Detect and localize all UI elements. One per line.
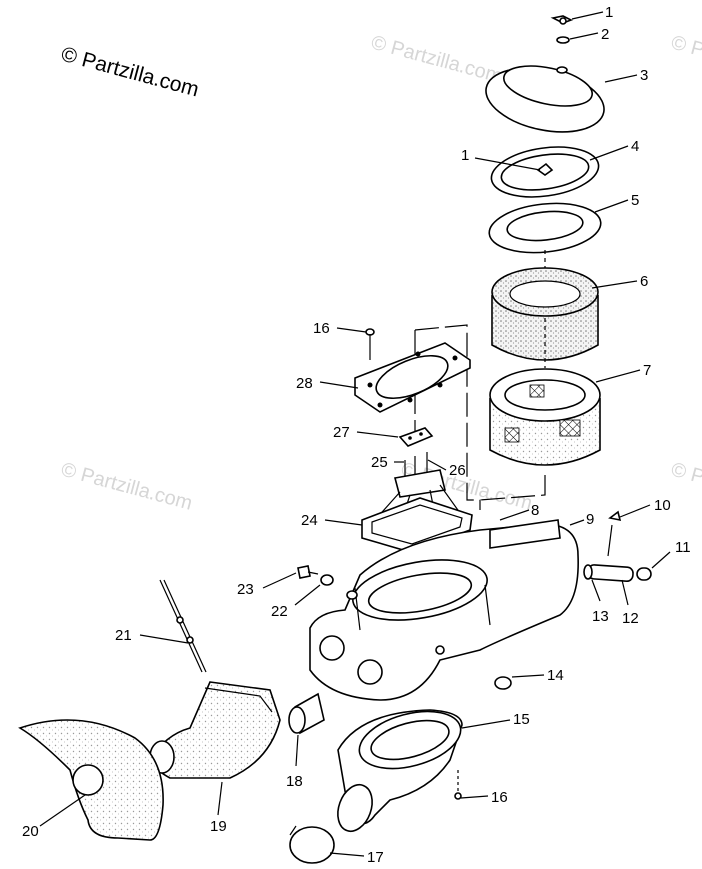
part-washer [556, 36, 570, 44]
part-intake-boot-19 [149, 681, 281, 779]
watermark-faint-right2: © Partzilla.com [669, 459, 702, 515]
part-mount-gasket-28 [354, 342, 471, 413]
callout-27: 27 [333, 424, 350, 441]
part-boss [346, 590, 358, 600]
part-washer-22 [320, 574, 334, 586]
part-pin-10 [607, 510, 622, 557]
part-studs-25-26 [404, 452, 428, 478]
callout-labels: 1 2 3 1 4 5 6 7 16 28 27 25 26 24 8 9 10… [22, 4, 691, 866]
part-gasket-5 [488, 202, 602, 254]
part-coupler-18 [288, 692, 325, 735]
part-air-box-cover [485, 65, 605, 133]
part-filter-element [489, 368, 601, 466]
callout-13: 13 [592, 608, 609, 625]
callout-21: 21 [115, 627, 132, 644]
part-bolt-23 [297, 565, 319, 579]
callout-3: 3 [640, 67, 648, 84]
callout-15: 15 [513, 711, 530, 728]
callout-10: 10 [654, 497, 671, 514]
callout-16-bottom: 16 [491, 789, 508, 806]
watermark-faint-right: © Partzilla.com [669, 32, 702, 88]
callout-8: 8 [531, 502, 539, 519]
part-heat-shield-20 [18, 719, 164, 841]
part-lower-adapter-15 [337, 709, 463, 833]
part-clamp-17 [289, 825, 335, 864]
part-grommet-14 [494, 676, 512, 690]
callout-24: 24 [301, 512, 318, 529]
part-screw-16-top [365, 328, 375, 360]
part-screw-16-bottom [454, 770, 462, 800]
leader-lines [39, 11, 671, 857]
callout-18: 18 [286, 773, 303, 790]
callout-22: 22 [271, 603, 288, 620]
part-air-box-body [309, 519, 579, 701]
callout-6: 6 [640, 273, 648, 290]
callout-7: 7 [643, 362, 651, 379]
callout-4: 4 [631, 138, 639, 155]
part-drain-tube [583, 564, 652, 582]
callout-25: 25 [371, 454, 388, 471]
callout-14: 14 [547, 667, 564, 684]
callout-20: 20 [22, 823, 39, 840]
watermark-faint-top: © Partzilla.com [369, 32, 505, 88]
callout-12: 12 [622, 610, 639, 627]
part-foam-prefilter [491, 267, 599, 361]
watermark-faint-left: © Partzilla.com [59, 459, 195, 515]
callout-11: 11 [675, 539, 691, 556]
callout-28: 28 [296, 375, 313, 392]
part-wing-nut-top [550, 15, 573, 25]
callout-23: 23 [237, 581, 254, 598]
callout-17: 17 [367, 849, 384, 866]
callout-19: 19 [210, 818, 227, 835]
callout-9: 9 [586, 511, 594, 528]
callout-16-top: 16 [313, 320, 330, 337]
callout-2: 2 [601, 26, 609, 43]
callout-1-mid: 1 [461, 147, 469, 164]
callout-5: 5 [631, 192, 639, 209]
part-plate-27 [398, 427, 434, 447]
callout-26: 26 [449, 462, 466, 479]
part-gasket-4 [490, 146, 600, 198]
watermark-copyright: © Partzilla.com [59, 43, 202, 102]
callout-1-top: 1 [605, 4, 613, 21]
part-rod-21 [159, 579, 207, 673]
